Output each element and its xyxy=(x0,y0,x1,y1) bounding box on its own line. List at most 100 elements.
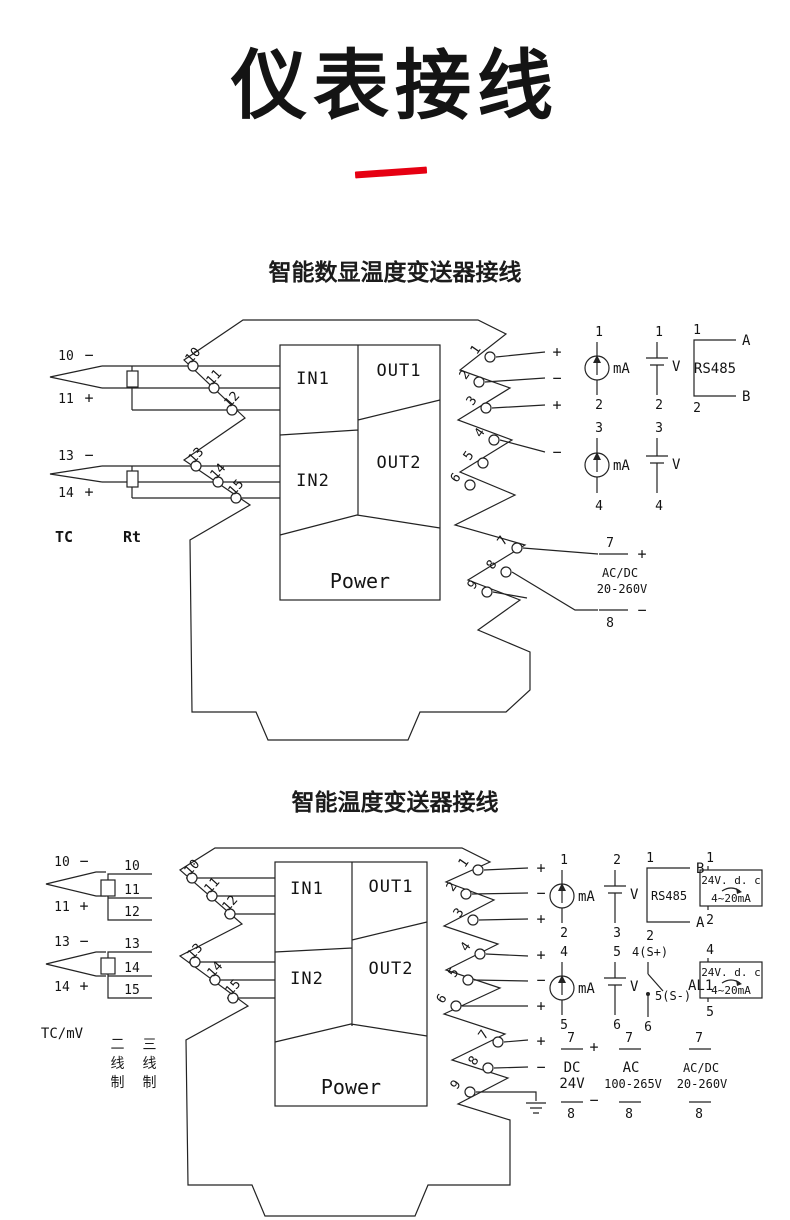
right-wires xyxy=(484,351,599,611)
p2-bot-num: 8 xyxy=(625,1107,633,1122)
module-dividers xyxy=(274,862,428,1043)
ma2-label: mA xyxy=(613,458,630,474)
loop1-top-num: 1 xyxy=(706,851,714,866)
tc2-top-sign: − xyxy=(79,932,88,950)
two-wire-resistor xyxy=(100,879,116,897)
v1-bot-num: 2 xyxy=(655,398,663,413)
d2-terminal-10 xyxy=(186,872,198,884)
tc2-bot-sign: + xyxy=(79,977,88,995)
al1-top-num: 4(S+) xyxy=(632,945,668,959)
ps-plus: + xyxy=(637,545,646,563)
p3-top-num: 7 xyxy=(695,1031,703,1046)
tc1-top-sign: − xyxy=(84,346,93,364)
three-wire-resistor xyxy=(100,957,116,975)
two-wire-label: 二线制 xyxy=(110,1037,125,1091)
d1-terminal-15-num: 15 xyxy=(226,477,248,499)
d1-terminal-5-num: 5 xyxy=(461,448,478,463)
ma2-top-num: 3 xyxy=(595,421,603,436)
right-wires xyxy=(462,867,537,1101)
rs485-bracket xyxy=(693,339,736,397)
d1-terminal-7 xyxy=(511,542,523,554)
housing-outline xyxy=(178,847,511,1217)
tc-symbol-1 xyxy=(49,365,103,389)
tc2-top-num: 13 xyxy=(58,449,74,464)
d2-terminal-12 xyxy=(224,908,236,920)
tc1-top-sign: − xyxy=(79,852,88,870)
v1-label: V xyxy=(630,887,639,903)
module-dividers xyxy=(279,345,441,536)
d2-wire3-sign: + xyxy=(536,910,545,928)
rs485-bracket xyxy=(646,867,690,923)
tc-column-label: TC xyxy=(55,528,73,546)
v1-top-num: 1 xyxy=(655,325,663,340)
two-wire-num-11: 11 xyxy=(124,883,140,898)
p1-line2: 24V xyxy=(559,1076,585,1092)
d2-wire5-sign: − xyxy=(536,971,545,989)
d1-terminal-3 xyxy=(480,402,492,414)
out1-label: OUT1 xyxy=(377,361,422,381)
diagram-temperature-transmitter: IN1 OUT1 IN2 OUT2 Power 10 − 11 + 13 − 1… xyxy=(41,847,763,1217)
ma-meter-2-arrowhead xyxy=(558,975,566,983)
diagram-digital-transmitter: IN1 OUT1 IN2 OUT2 Power 10 − 11 + 13 − 1… xyxy=(49,319,751,741)
three-wire-label: 三线制 xyxy=(142,1037,157,1091)
ps-line2: 20-260V xyxy=(597,582,648,596)
loop2-bot-num: 5 xyxy=(706,1005,714,1020)
d1-terminal-12 xyxy=(226,404,238,416)
d1-wire4-sign: − xyxy=(552,443,561,461)
diagram2-subtitle: 智能温度变送器接线 xyxy=(291,790,499,816)
d1-wire1-sign: + xyxy=(552,343,561,361)
v1-label: V xyxy=(672,359,681,375)
tc2-bot-num: 14 xyxy=(58,486,74,501)
d2-terminal-7 xyxy=(492,1036,504,1048)
out2-label: OUT2 xyxy=(377,453,422,473)
d1-terminal-14-num: 14 xyxy=(208,461,230,483)
v1-symbol xyxy=(646,342,668,395)
al1-contact-dot xyxy=(646,992,650,996)
left-wires xyxy=(186,877,275,999)
power-label: Power xyxy=(330,569,390,593)
v2-label: V xyxy=(630,979,639,995)
p1-bot-num: 8 xyxy=(567,1107,575,1122)
d2-wire4-sign: + xyxy=(536,946,545,964)
p1-minus: − xyxy=(589,1091,598,1109)
loop2-box xyxy=(699,961,763,999)
d1-terminal-9 xyxy=(481,586,493,598)
v2-bot-num: 4 xyxy=(655,499,663,514)
module-box xyxy=(279,344,441,601)
d2-terminal-5 xyxy=(462,974,474,986)
diagram1-subtitle: 智能数显温度变送器接线 xyxy=(268,260,522,286)
tc-symbol-1 xyxy=(45,871,106,897)
ma-meter-2-arrowhead xyxy=(593,452,601,460)
two-wire-wiring xyxy=(107,873,152,921)
loop1-line2: 4~20mA xyxy=(711,892,751,905)
rt-column-label: Rt xyxy=(123,528,141,546)
d1-terminal-3-num: 3 xyxy=(464,393,481,408)
d2-wire6-sign: + xyxy=(536,997,545,1015)
rs485-label: RS485 xyxy=(694,361,736,377)
p3-line2: 20-260V xyxy=(677,1077,728,1091)
rs485-bot-num: 2 xyxy=(646,929,654,944)
tc2-bot-num: 14 xyxy=(54,980,70,995)
d1-terminal-8-num: 8 xyxy=(484,557,501,572)
d1-terminal-12-num: 12 xyxy=(222,389,244,411)
ma1-bot-num: 2 xyxy=(560,926,568,941)
d2-wire7-sign: + xyxy=(536,1032,545,1050)
two-wire-num-12: 12 xyxy=(124,905,140,920)
d2-terminal-15 xyxy=(227,992,239,1004)
p1-top-num: 7 xyxy=(567,1031,575,1046)
d2-terminal-13 xyxy=(189,956,201,968)
v2-symbol xyxy=(646,438,668,493)
tc1-bot-sign: + xyxy=(79,897,88,915)
d1-terminal-4 xyxy=(488,434,500,446)
d2-terminal-6-num: 6 xyxy=(434,991,451,1006)
d1-terminal-5 xyxy=(477,457,489,469)
three-wire-num-15: 15 xyxy=(124,983,140,998)
d1-terminal-14 xyxy=(212,476,224,488)
d2-terminal-14 xyxy=(209,974,221,986)
power-label: Power xyxy=(321,1075,381,1099)
al1-label: AL1 xyxy=(688,978,713,994)
in1-label: IN1 xyxy=(296,369,330,389)
loop2-top-num: 4 xyxy=(706,943,714,958)
p1-line1: DC xyxy=(564,1060,581,1076)
loop1-arrowhead xyxy=(736,888,742,894)
